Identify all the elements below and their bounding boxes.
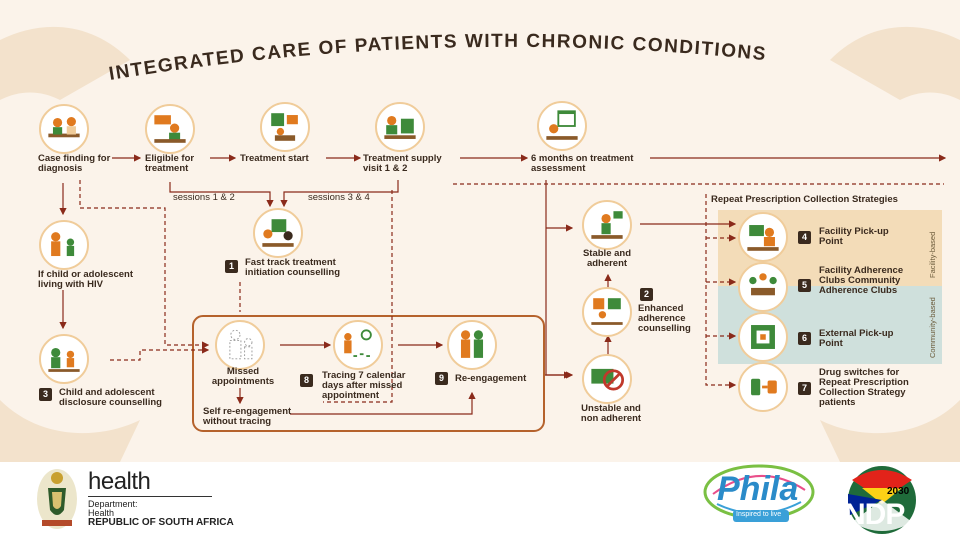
external-pickup-icon: [738, 312, 788, 362]
strategy-7-label: Drug switches for Repeat Prescription Co…: [819, 367, 909, 408]
stable-label: Stable and adherent: [582, 248, 632, 269]
strategy-6-label: External Pick-up Point: [819, 328, 894, 349]
missed-label: Missed appointments: [211, 366, 275, 387]
reengagement-label: Re-engagement: [455, 373, 527, 384]
case-finding-icon: [39, 104, 89, 154]
stable-icon: [582, 200, 632, 250]
tracing-number: 8: [300, 374, 313, 387]
fast-track-icon: [253, 208, 303, 258]
eligible-icon: [145, 104, 195, 154]
treatment-start-icon: [260, 102, 310, 152]
ndp-year: 2030: [887, 486, 910, 497]
tracing-icon: [333, 320, 383, 370]
treatment-supply-icon: [375, 102, 425, 152]
phila-wordmark: Phila: [717, 470, 799, 508]
tracing-label: Tracing 7 calendar days after missed app…: [322, 370, 406, 401]
unstable-icon: [582, 354, 632, 404]
sessions-1-2-label: sessions 1 & 2: [173, 192, 235, 203]
missed-appointments-box: [192, 315, 545, 432]
treatment-supply-label: Treatment supply visit 1 & 2: [363, 153, 442, 174]
health-wordmark: health: [88, 468, 151, 495]
fast-track-label: Fast track treatment initiation counsell…: [245, 257, 340, 278]
eligible-label: Eligible for treatment: [145, 153, 195, 174]
strategy-4-label: Facility Pick-up Point: [819, 226, 889, 247]
health-divider: [88, 496, 212, 497]
strategy-6-number: 6: [798, 332, 811, 345]
phila-logo: Phila Inspired to live: [703, 464, 815, 526]
sessions-3-4-label: sessions 3 & 4: [308, 192, 370, 203]
facility-based-label: Facility-based: [928, 231, 937, 278]
missed-appointments-icon: [215, 320, 265, 370]
community-side-bar: [924, 286, 942, 364]
ndp-wordmark: NDP: [844, 498, 905, 531]
facility-pickup-icon: [738, 212, 788, 262]
background-hands: [0, 26, 960, 462]
footer: health Department: Health REPUBLIC OF SO…: [0, 462, 960, 540]
disclosure-number: 3: [39, 388, 52, 401]
department-name: Health: [88, 508, 115, 518]
case-finding-label: Case finding for diagnosis: [38, 153, 111, 174]
community-based-label: Community-based: [928, 297, 937, 358]
disclosure-icon: [39, 334, 89, 384]
self-reengagement-label: Self re-engagement without tracing: [203, 406, 292, 427]
strategy-5-number: 5: [798, 279, 811, 292]
enhanced-label: Enhanced adherence counselling: [638, 303, 691, 334]
phila-tagline: Inspired to live: [736, 511, 782, 518]
facility-side-bar: [924, 210, 942, 286]
strategy-5-label: Facility Adherence Clubs Community Adher…: [819, 265, 904, 296]
reengagement-number: 9: [435, 372, 448, 385]
fast-track-number: 1: [225, 260, 238, 273]
page-title: INTEGRATED CARE OF PATIENTS WITH CHRONIC…: [107, 31, 766, 85]
ndp-logo: 2030 NDP: [832, 464, 932, 536]
drug-switch-icon: [738, 362, 788, 412]
unstable-label: Unstable and non adherent: [580, 403, 642, 424]
six-months-icon: [537, 101, 587, 151]
treatment-start-label: Treatment start: [240, 153, 309, 164]
six-months-label: 6 months on treatment assessment: [531, 153, 634, 174]
reengagement-icon: [447, 320, 497, 370]
adherence-clubs-icon: [738, 262, 788, 312]
enhanced-number: 2: [640, 288, 653, 301]
coat-of-arms-logo: [37, 469, 77, 529]
child-adolescent-icon: [39, 220, 89, 270]
phila-tagline-bar: [733, 510, 789, 522]
repeat-strategies-header: Repeat Prescription Collection Strategie…: [711, 194, 898, 205]
strategy-7-number: 7: [798, 382, 811, 395]
disclosure-label: Child and adolescent disclosure counsell…: [59, 387, 162, 408]
strategy-4-number: 4: [798, 231, 811, 244]
country-label: REPUBLIC OF SOUTH AFRICA: [88, 517, 234, 528]
child-adolescent-label: If child or adolescent living with HIV: [38, 269, 134, 290]
enhanced-icon: [582, 287, 632, 337]
department-label: Department:: [88, 499, 138, 509]
